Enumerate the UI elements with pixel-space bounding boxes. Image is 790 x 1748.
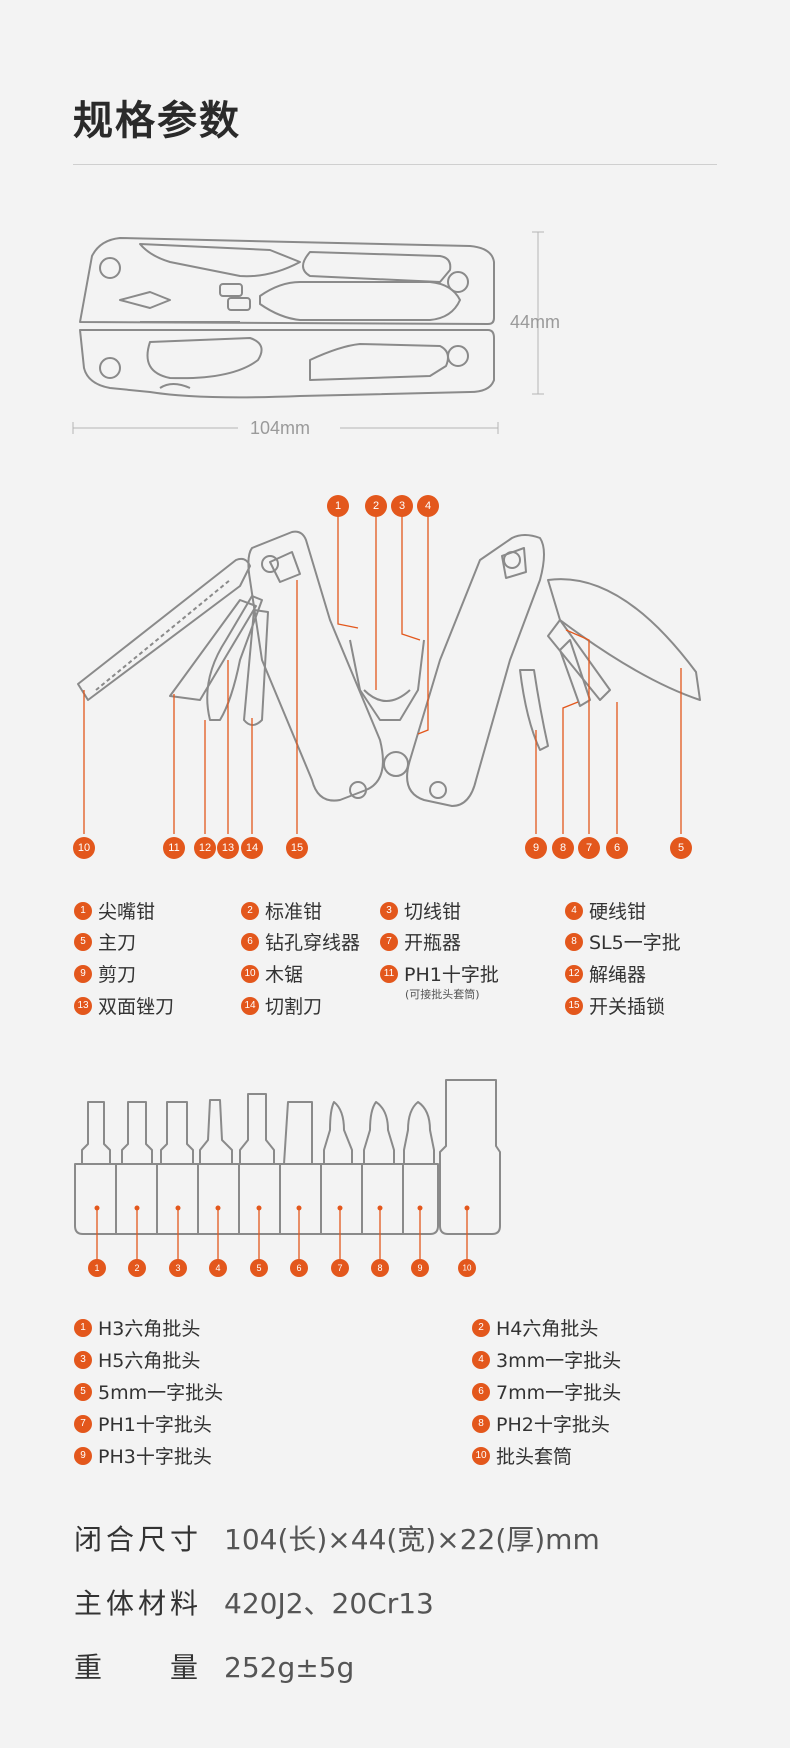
svg-text:8: 8 xyxy=(560,842,566,854)
callout-14: 14 xyxy=(241,837,263,859)
svg-text:1: 1 xyxy=(335,500,341,512)
svg-text:6: 6 xyxy=(614,842,620,854)
tool-legend-note: (可接批头套筒) xyxy=(405,988,480,1001)
svg-text:5: 5 xyxy=(678,842,684,854)
spec-material: 主体材料 420J2、20Cr13 xyxy=(74,1582,434,1622)
callout-4: 4 xyxy=(417,495,439,517)
title-divider xyxy=(73,164,717,165)
callout-15: 15 xyxy=(286,837,308,859)
callout-2: 2 xyxy=(365,495,387,517)
svg-text:2: 2 xyxy=(373,500,379,512)
svg-text:8: 8 xyxy=(377,1263,382,1273)
open-tool-drawing: 1 2 3 4 10 11 12 13 14 15 9 8 7 6 5 xyxy=(73,495,701,859)
callout-13: 13 xyxy=(217,837,239,859)
svg-text:3: 3 xyxy=(399,500,405,512)
callout-10: 10 xyxy=(73,837,95,859)
callout-8: 8 xyxy=(552,837,574,859)
callout-5: 5 xyxy=(670,837,692,859)
spec-value: 104(长)×44(宽)×22(厚)mm xyxy=(224,1523,600,1556)
callout-9: 9 xyxy=(525,837,547,859)
bit-callout-3: 3 xyxy=(169,1259,187,1277)
svg-text:14: 14 xyxy=(246,842,258,854)
svg-text:10: 10 xyxy=(78,842,90,854)
svg-text:10: 10 xyxy=(463,1264,472,1273)
callout-12: 12 xyxy=(194,837,216,859)
spec-label: 主体材料 xyxy=(74,1587,203,1620)
bit-callout-9: 9 xyxy=(411,1259,429,1277)
height-dimension: 44mm xyxy=(510,312,560,332)
bit-callouts: 1 2 3 4 5 6 7 8 9 10 xyxy=(88,1259,476,1277)
spec-weight: 重 量 252g±5g xyxy=(74,1646,354,1686)
spec-closed-size: 闭合尺寸 104(长)×44(宽)×22(厚)mm xyxy=(74,1518,600,1558)
svg-text:13: 13 xyxy=(222,842,234,854)
svg-text:5: 5 xyxy=(256,1263,261,1273)
spec-value: 420J2、20Cr13 xyxy=(224,1587,434,1620)
svg-text:6: 6 xyxy=(296,1263,301,1273)
callout-6: 6 xyxy=(606,837,628,859)
bit-callout-10: 10 xyxy=(458,1259,476,1277)
callout-7: 7 xyxy=(578,837,600,859)
svg-text:7: 7 xyxy=(337,1263,342,1273)
spec-label: 重 量 xyxy=(74,1651,203,1684)
svg-text:9: 9 xyxy=(533,842,539,854)
svg-text:9: 9 xyxy=(417,1263,422,1273)
svg-text:4: 4 xyxy=(215,1263,220,1273)
svg-text:11: 11 xyxy=(168,842,179,854)
bit-callout-8: 8 xyxy=(371,1259,389,1277)
svg-text:15: 15 xyxy=(291,842,303,854)
svg-text:1: 1 xyxy=(94,1263,99,1273)
closed-tool-drawing: 44mm 104mm xyxy=(72,231,560,438)
spec-label: 闭合尺寸 xyxy=(74,1523,203,1556)
svg-text:2: 2 xyxy=(134,1263,139,1273)
bit-callout-6: 6 xyxy=(290,1259,308,1277)
page-title: 规格参数 xyxy=(73,98,241,144)
callout-3: 3 xyxy=(391,495,413,517)
svg-text:4: 4 xyxy=(425,500,431,512)
bit-callout-7: 7 xyxy=(331,1259,349,1277)
svg-text:3: 3 xyxy=(175,1263,180,1273)
spec-value: 252g±5g xyxy=(224,1651,355,1684)
bit-callout-2: 2 xyxy=(128,1259,146,1277)
svg-text:12: 12 xyxy=(199,842,211,854)
bit-callout-4: 4 xyxy=(209,1259,227,1277)
callout-11: 11 xyxy=(163,837,185,859)
open-tool-callouts: 1 2 3 4 10 11 12 13 14 15 9 8 7 6 5 xyxy=(73,495,692,859)
bit-set-drawing: 1 2 3 4 5 6 7 8 9 10 xyxy=(74,1079,501,1277)
bit-callout-5: 5 xyxy=(250,1259,268,1277)
bit-callout-1: 1 xyxy=(88,1259,106,1277)
callout-1: 1 xyxy=(327,495,349,517)
svg-text:7: 7 xyxy=(586,842,592,854)
length-dimension: 104mm xyxy=(250,418,310,438)
